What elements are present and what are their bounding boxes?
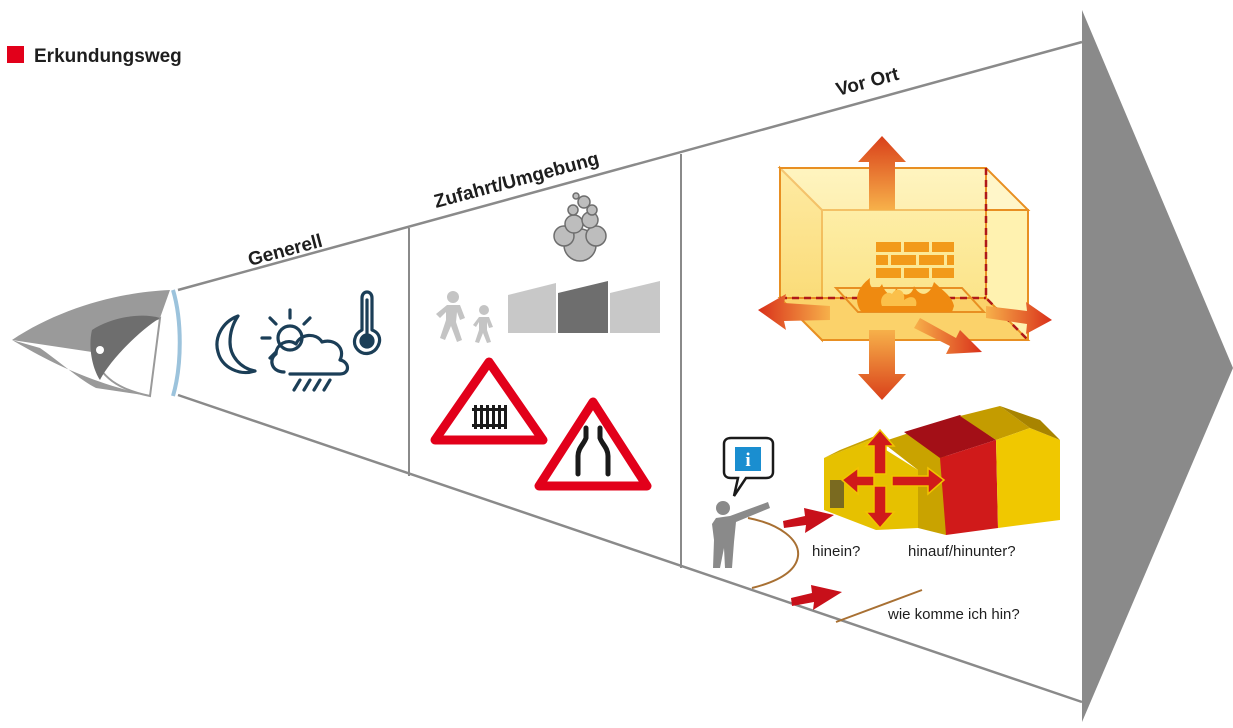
section-label-generell: Generell <box>246 231 325 271</box>
caption-wie-komme-ich-hin: wie komme ich hin? <box>887 606 1020 623</box>
legend: Erkundungsweg <box>7 46 182 67</box>
legend-label: Erkundungsweg <box>34 46 182 67</box>
info-icon-letter: i <box>745 450 750 471</box>
info-icon <box>735 447 761 471</box>
person-pointing-icon <box>712 501 770 568</box>
brick-wall-icon <box>876 242 954 278</box>
info-speech-bubble: i <box>722 436 775 497</box>
gate-icon <box>472 405 507 429</box>
flames-icon <box>857 278 954 312</box>
caption-hinauf-hinunter: hinauf/hinunter? <box>908 543 1016 560</box>
moon-icon <box>215 314 257 374</box>
caption-hinein: hinein? <box>812 543 860 560</box>
legend-marker <box>7 46 24 63</box>
eye-lens-icon <box>171 289 182 397</box>
smoke-icon <box>553 192 607 262</box>
arrow-up-icon <box>858 136 906 210</box>
cloud-rain-icon <box>270 333 350 392</box>
narrowing-road-icon <box>575 425 611 477</box>
view-cone <box>177 40 1083 704</box>
building-complex-icon <box>824 406 1060 535</box>
arrow-down-icon <box>858 330 906 400</box>
arrow-right-icon <box>986 302 1052 334</box>
pedestrians-icon <box>436 291 493 343</box>
fire-room-icon <box>758 136 1052 400</box>
sun-icon <box>260 308 312 360</box>
direction-arrow-head <box>1082 10 1233 722</box>
arrow-weg-icon <box>791 585 842 610</box>
route-lines <box>747 517 923 623</box>
warning-sign-level-crossing <box>430 357 548 445</box>
thermometer-icon <box>352 290 382 356</box>
arrow-left-icon <box>758 294 830 330</box>
industrial-buildings-icon <box>508 281 660 333</box>
arrow-hinein-icon <box>783 508 834 533</box>
weather-icons <box>215 290 382 392</box>
warning-sign-road-narrows <box>534 397 652 491</box>
arrow-down-right-icon <box>914 318 982 354</box>
eye-icon <box>12 289 182 398</box>
section-dividers <box>408 154 682 568</box>
